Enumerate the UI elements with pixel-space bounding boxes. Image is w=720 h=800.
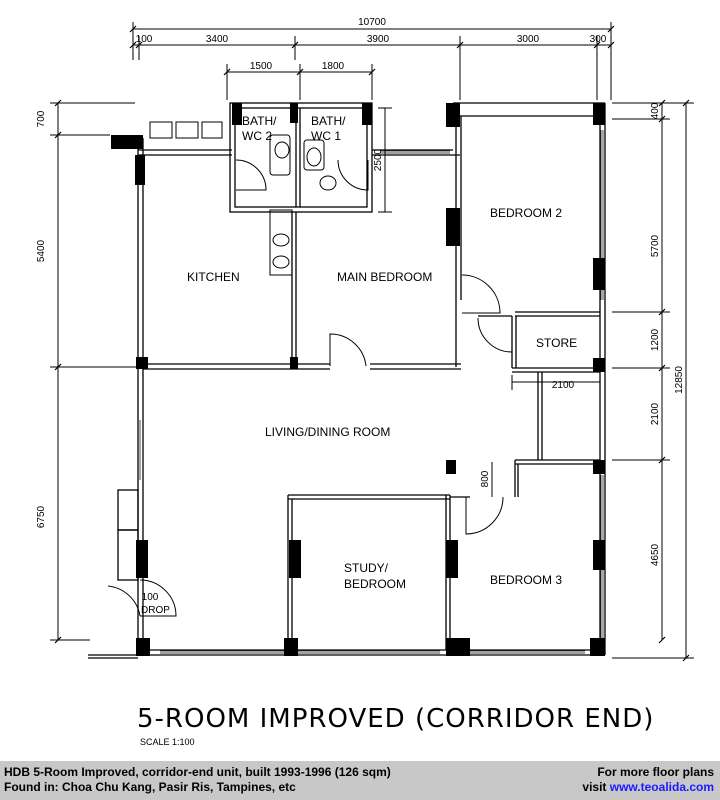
dim-corridor: 2100 — [552, 380, 575, 391]
room-label-store: STORE — [536, 336, 577, 350]
footer-visit-label: visit — [582, 780, 610, 794]
plan-scale: SCALE 1:100 — [140, 737, 195, 747]
dim-right: 400 — [650, 102, 661, 119]
room-label-study: BEDROOM — [344, 577, 406, 591]
dim-right: 1200 — [650, 328, 661, 351]
website-link[interactable]: www.teoalida.com — [609, 780, 714, 794]
dim-bath-width: 1800 — [322, 61, 345, 72]
room-label-bath2: BATH/ — [242, 114, 277, 128]
dim-top-segment: 3900 — [367, 34, 390, 45]
dim-drop: 100 — [142, 592, 159, 603]
dim-top-segment: 100 — [136, 34, 153, 45]
dim-bath-depth: 2500 — [373, 148, 384, 171]
dim-overall-width: 10700 — [358, 17, 386, 28]
room-label-bath1: WC 1 — [311, 129, 341, 143]
room-label-bath1: BATH/ — [311, 114, 346, 128]
footer-info: HDB 5-Room Improved, corridor-end unit, … — [4, 765, 391, 795]
room-label-drop: DROP — [141, 605, 170, 616]
footer-description: HDB 5-Room Improved, corridor-end unit, … — [4, 765, 391, 779]
room-label-bedroom3: BEDROOM 3 — [490, 573, 562, 587]
footer-locations: Found in: Choa Chu Kang, Pasir Ris, Tamp… — [4, 780, 296, 794]
dim-right: 5700 — [650, 234, 661, 257]
room-label-living: LIVING/DINING ROOM — [265, 425, 390, 439]
room-label-bath2: WC 2 — [242, 129, 272, 143]
dim-top-segment: 300 — [590, 34, 607, 45]
dim-left: 6750 — [36, 505, 47, 528]
room-label-main-bedroom: MAIN BEDROOM — [337, 270, 432, 284]
footer-promo-text: For more floor plans — [597, 765, 714, 779]
dim-bath-width: 1500 — [250, 61, 273, 72]
dim-top-segment: 3000 — [517, 34, 540, 45]
dim-right-total: 12850 — [674, 366, 685, 394]
footer-bar: HDB 5-Room Improved, corridor-end unit, … — [0, 761, 720, 800]
plan-title: 5-ROOM IMPROVED (CORRIDOR END) — [137, 704, 654, 734]
dim-door: 800 — [480, 470, 491, 487]
dim-left: 700 — [36, 110, 47, 127]
room-label-bedroom2: BEDROOM 2 — [490, 206, 562, 220]
room-label-study: STUDY/ — [344, 561, 389, 575]
room-label-kitchen: KITCHEN — [187, 270, 240, 284]
dim-right: 4650 — [650, 543, 661, 566]
dim-left: 5400 — [36, 239, 47, 262]
dim-top-segment: 3400 — [206, 34, 229, 45]
floor-plan: 10700 100 3400 3900 3000 300 1500 1800 1… — [36, 17, 694, 747]
dim-right: 2100 — [650, 402, 661, 425]
footer-promo: For more floor plans visit www.teoalida.… — [582, 765, 714, 795]
